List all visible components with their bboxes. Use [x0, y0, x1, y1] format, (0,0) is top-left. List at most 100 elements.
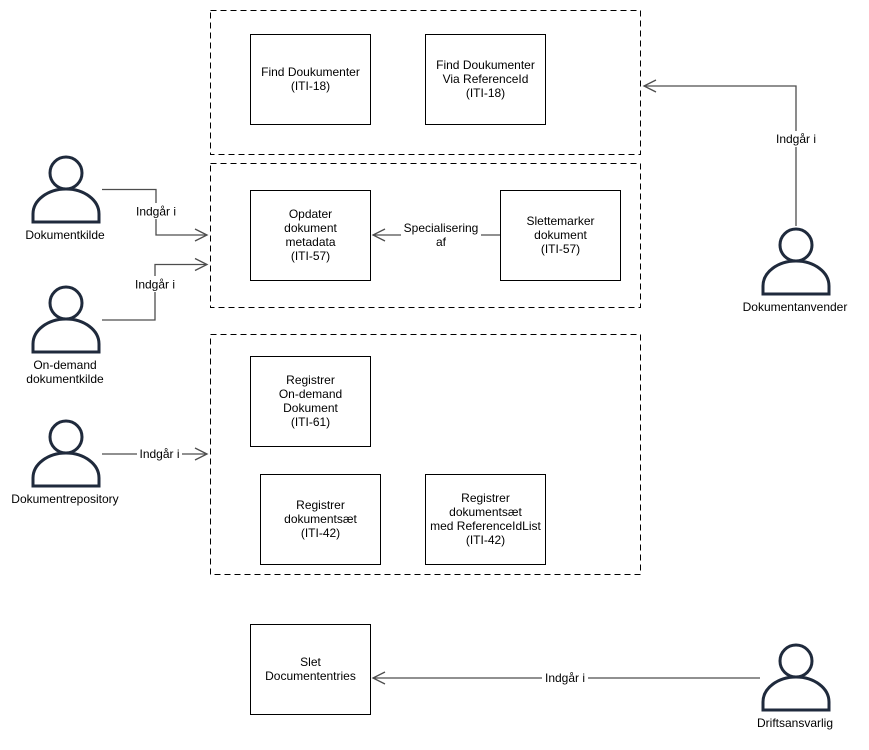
label-bg — [542, 670, 588, 686]
edge-label-consumer: Indgår i — [773, 131, 819, 147]
box-label-line: On-demand — [279, 387, 342, 401]
actor-body — [31, 451, 101, 488]
box-label-line: (ITI-57) — [291, 249, 330, 263]
actor-head — [48, 285, 84, 321]
box — [425, 34, 546, 125]
actor-label-line: Dokumentkilde — [25, 228, 105, 242]
box-label-line: Documententries — [265, 669, 356, 683]
edge-label-line: Specialisering — [404, 221, 479, 235]
actor-head — [48, 419, 84, 455]
actor-document-consumer: Dokumentanvender — [743, 227, 848, 314]
box-label-line: Slettemarker — [526, 214, 594, 228]
use-case-register-document-set: Registrer dokumentsæt (ITI-42) — [260, 474, 381, 565]
person-icon — [761, 643, 831, 712]
group-find — [210, 10, 641, 155]
box-label-line: dokumentsæt — [449, 505, 522, 519]
arrowhead — [194, 257, 209, 272]
edge-label: Indgår i — [135, 278, 175, 292]
use-case-find-documents-via-reference-id: Find Doukumenter Via ReferenceId (ITI-18… — [425, 34, 546, 125]
box-label-line: (ITI-42) — [466, 533, 505, 547]
actor-label-line: dokumentkilde — [26, 372, 104, 386]
person-icon — [31, 285, 101, 354]
box — [260, 474, 381, 565]
person-icon — [761, 227, 831, 296]
actor-on-demand-document-source: On-demand dokumentkilde — [26, 285, 104, 386]
edge-label-operations: Indgår i — [542, 670, 588, 686]
actor-document-repository: Dokumentrepository — [11, 419, 119, 506]
groups — [210, 10, 641, 575]
actor-body — [761, 675, 831, 712]
arrowhead — [371, 671, 386, 685]
box-label-line: metadata — [285, 235, 335, 249]
arrowhead — [194, 228, 209, 242]
arrowhead — [194, 447, 209, 461]
edge-label: Indgår i — [136, 205, 176, 219]
box-label-line: med ReferenceIdList — [430, 519, 541, 533]
actor-head — [48, 155, 84, 191]
box — [425, 474, 546, 565]
box-label-line: Opdater — [289, 207, 332, 221]
edge-label: Indgår i — [776, 132, 816, 146]
label-bg — [133, 276, 177, 292]
box-label-line: dokument — [284, 221, 337, 235]
box-label-line: Via ReferenceId — [443, 72, 529, 86]
actor-label-line: Dokumentanvender — [743, 300, 848, 314]
edge-label-on-demand: Indgår i — [133, 276, 177, 292]
box — [250, 34, 371, 125]
label-bg — [773, 131, 819, 147]
connectors — [102, 79, 797, 685]
group-register — [210, 334, 641, 575]
edge-label-line: af — [436, 235, 447, 249]
actor-body — [31, 187, 101, 224]
box-label-line: Registrer — [296, 498, 345, 512]
box-label-line: Slet — [300, 655, 321, 669]
person-icon — [31, 419, 101, 488]
actor-operations-manager: Driftsansvarlig — [757, 643, 833, 730]
group-update — [210, 163, 641, 308]
box-label-line: Find Doukumenter — [261, 65, 360, 79]
edge-label-source: Indgår i — [134, 203, 178, 219]
box — [250, 190, 371, 281]
box-label-line: Find Doukumenter — [436, 58, 535, 72]
label-bg — [137, 446, 182, 462]
use-case-find-documents: Find Doukumenter (ITI-18) — [250, 34, 371, 125]
edge-label: Indgår i — [545, 671, 585, 685]
box — [250, 356, 371, 447]
edge-label: Indgår i — [139, 447, 179, 461]
box — [500, 190, 621, 281]
edge-label-repository: Indgår i — [137, 446, 182, 462]
label-bg — [134, 203, 178, 219]
use-case-register-document-set-reference-id-list: Registrer dokumentsæt med ReferenceIdLis… — [425, 474, 546, 565]
box — [250, 624, 371, 715]
box-label-line: Registrer — [286, 373, 335, 387]
use-case-delete-document-entries: Slet Documententries — [250, 624, 371, 715]
actor-head — [778, 227, 814, 263]
box-label-line: (ITI-57) — [541, 242, 580, 256]
actor-body — [761, 259, 831, 296]
actor-body — [31, 317, 101, 354]
arrowhead — [642, 79, 657, 93]
label-bg — [401, 219, 481, 249]
actor-label-line: Driftsansvarlig — [757, 716, 833, 730]
box-label-line: (ITI-18) — [466, 86, 505, 100]
actor-head — [778, 643, 814, 679]
actor-label-line: On-demand — [33, 358, 96, 372]
actor-label-line: Dokumentrepository — [11, 492, 118, 506]
person-icon — [31, 155, 101, 224]
use-case-register-on-demand-document: Registrer On-demand Dokument (ITI-61) — [250, 356, 371, 447]
edge-on-demand-to-update-group — [102, 263, 207, 321]
box-label-line: (ITI-61) — [291, 415, 330, 429]
actor-document-source: Dokumentkilde — [25, 155, 105, 242]
box-label-line: (ITI-18) — [291, 79, 330, 93]
use-case-update-document-metadata: Opdater dokument metadata (ITI-57) — [250, 190, 371, 281]
edge-consumer-to-find-group — [644, 85, 797, 226]
box-label-line: Registrer — [461, 491, 510, 505]
box-label-line: (ITI-42) — [301, 526, 340, 540]
box-label-line: dokument — [534, 228, 587, 242]
arrowhead — [371, 228, 386, 242]
use-case-delete-mark-document: Slettemarker dokument (ITI-57) — [500, 190, 621, 281]
box-label-line: dokumentsæt — [284, 512, 357, 526]
box-label-line: Dokument — [283, 401, 338, 415]
